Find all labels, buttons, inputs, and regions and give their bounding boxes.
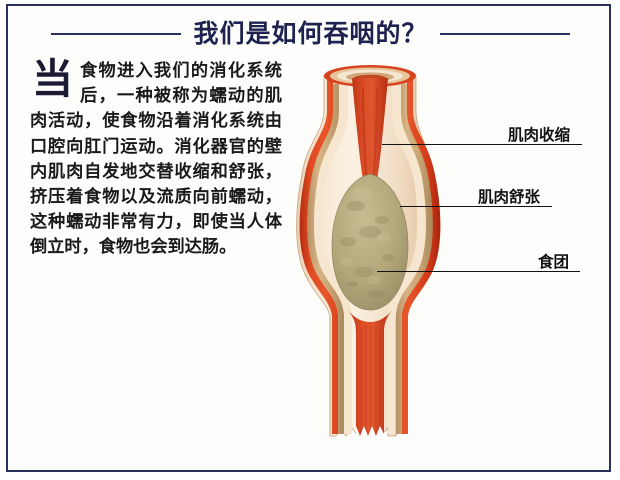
drop-cap: 当 (32, 56, 73, 102)
title-band: 我们是如何吞咽的？ (8, 14, 613, 54)
muscular-layer (299, 68, 441, 434)
lumen-contracted (352, 78, 388, 186)
article-body: 食物进入我们的消化系统后，一种被称为蠕动的肌肉活动，使食物沿着消化系统由口腔向肛… (30, 61, 282, 257)
submucosa-layer (314, 86, 426, 434)
wall-outlines (329, 316, 397, 436)
mucosa-layer (307, 84, 433, 434)
callout-line-bolus (377, 271, 580, 272)
callout-label-bolus: 食团 (538, 254, 570, 271)
food-bolus (331, 173, 409, 311)
article-column: 当 食物进入我们的消化系统后，一种被称为蠕动的肌肉活动，使食物沿着消化系统由口腔… (30, 58, 282, 260)
lumen-lower (348, 310, 392, 438)
poster-frame: 我们是如何吞咽的？ 当 食物进入我们的消化系统后，一种被称为蠕动的肌肉活动，使食… (6, 4, 611, 472)
page-title: 我们是如何吞咽的？ (193, 20, 428, 48)
callout-label-muscle-contraction: 肌肉收缩 (508, 127, 571, 144)
title-rule-left (51, 33, 182, 35)
callout-line-muscle-relaxation (400, 206, 552, 207)
callout-line-muscle-contraction (382, 144, 582, 145)
title-rule-right (439, 33, 570, 35)
callout-label-muscle-relaxation: 肌肉舒张 (478, 189, 541, 206)
esophagus-diagram (296, 62, 444, 452)
